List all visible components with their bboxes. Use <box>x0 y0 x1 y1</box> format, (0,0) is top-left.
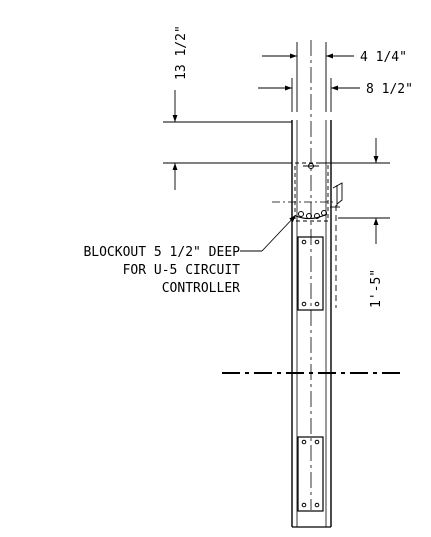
dimension-blockout-height <box>320 138 390 244</box>
dimension-label-width-outer: 8 1/2" <box>366 82 413 97</box>
post-body <box>291 120 332 528</box>
plate-lower <box>297 436 324 512</box>
controller-bracket <box>330 182 343 208</box>
blockout-bolts <box>295 163 328 220</box>
note-leader <box>240 214 297 252</box>
note-line-1: BLOCKOUT 5 1/2" DEEP <box>83 245 240 260</box>
note-line-2: FOR U-5 CIRCUIT <box>123 263 241 278</box>
dimension-label-width-inner: 4 1/4" <box>360 50 407 65</box>
dimension-label-top-offset: 13 1/2" <box>174 25 189 80</box>
blockout-outline <box>294 162 329 222</box>
note-line-3: CONTROLLER <box>162 281 240 296</box>
dimension-top-offset <box>163 90 292 190</box>
dimension-width-outer <box>258 78 360 112</box>
plate-upper <box>297 236 324 311</box>
dimension-label-blockout-height: 1'-5" <box>369 269 384 308</box>
dimension-width-inner <box>262 42 354 112</box>
